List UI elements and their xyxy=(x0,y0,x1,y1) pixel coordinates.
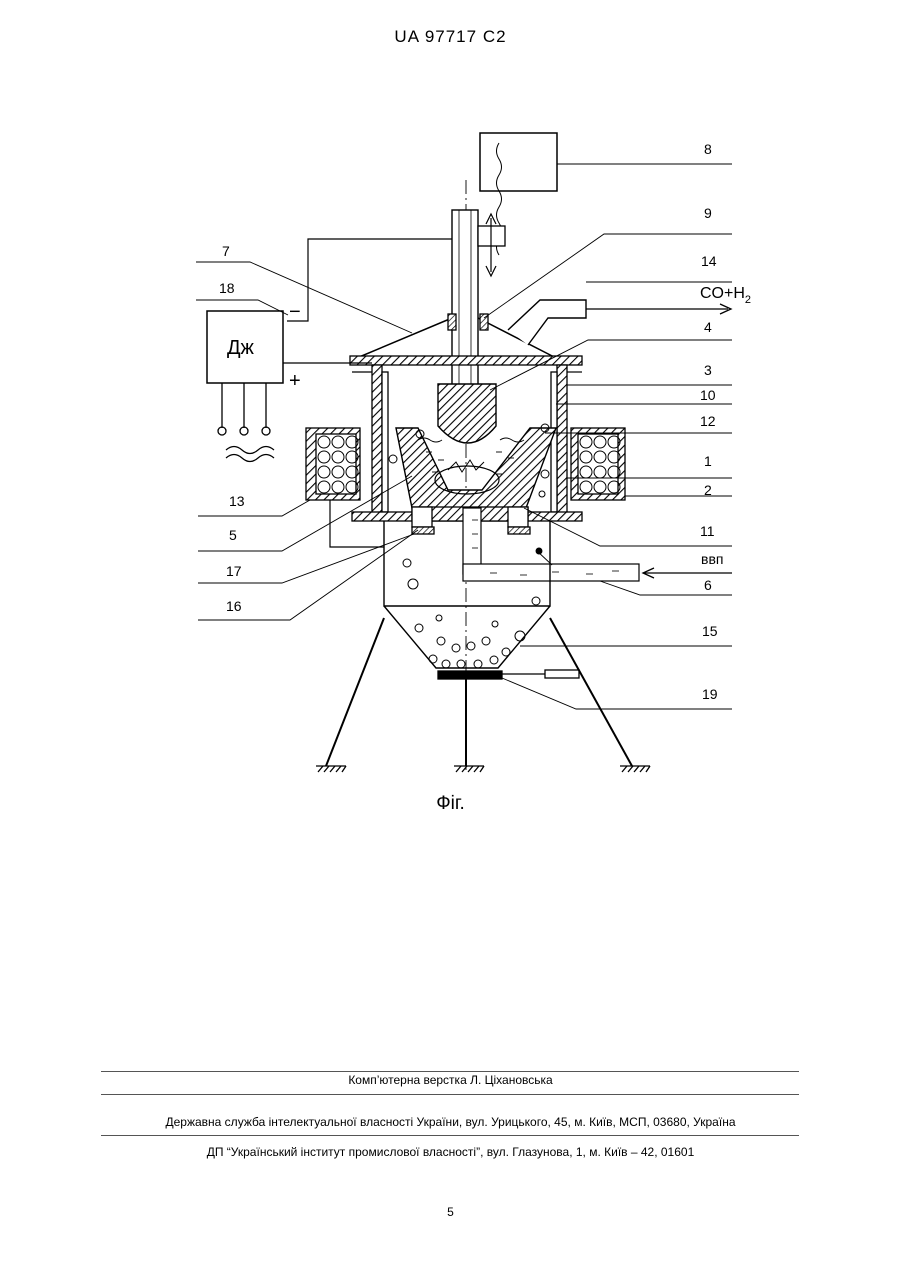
minus-sign: − xyxy=(289,301,301,323)
plus-sign: + xyxy=(289,370,301,392)
label-8: 8 xyxy=(704,141,712,157)
drain-plate xyxy=(438,671,502,679)
figure-caption: Фіг. xyxy=(0,793,901,815)
gas-outlet-pipe xyxy=(508,300,586,345)
label-1: 1 xyxy=(704,453,712,469)
label-11: 11 xyxy=(700,523,715,539)
wire-minus xyxy=(287,239,452,321)
outer-wall-left xyxy=(372,365,382,515)
label-7: 7 xyxy=(222,243,230,259)
footer-layout: Комп’ютерна верстка Л. Ціхановська xyxy=(0,1073,901,1087)
label-18: 18 xyxy=(219,280,235,296)
label-9: 9 xyxy=(704,205,712,221)
unit-8-box xyxy=(480,133,557,191)
label-19: 19 xyxy=(702,686,718,702)
leg-right xyxy=(550,618,632,766)
page-number: 5 xyxy=(0,1205,901,1219)
label-16: 16 xyxy=(226,598,242,614)
label-10: 10 xyxy=(700,387,716,403)
label-4: 4 xyxy=(704,319,712,335)
label-17: 17 xyxy=(226,563,242,579)
label-2: 2 xyxy=(704,482,712,498)
input-label: ввп xyxy=(701,551,723,567)
footer-institute: ДП “Український інститут промислової вла… xyxy=(0,1145,901,1159)
footer-divider-2 xyxy=(101,1094,799,1095)
power-source-label: Дж xyxy=(227,337,255,359)
outer-wall-right xyxy=(557,365,567,515)
feed-tube-horizontal xyxy=(463,564,639,581)
ac-wave-icon xyxy=(226,447,274,462)
label-5: 5 xyxy=(229,527,237,543)
gas-output-label: CO+H2 xyxy=(700,285,751,306)
label-3: 3 xyxy=(704,362,712,378)
label-12: 12 xyxy=(700,413,716,429)
label-13: 13 xyxy=(229,493,245,509)
footer-divider-3 xyxy=(101,1135,799,1136)
footer-office: Державна служба інтелектуальної власност… xyxy=(0,1115,901,1129)
label-6: 6 xyxy=(704,577,712,593)
electrode-tip xyxy=(438,384,496,443)
label-14: 14 xyxy=(701,253,717,269)
footer-divider-1 xyxy=(101,1071,799,1072)
leg-left xyxy=(326,618,384,766)
label-15: 15 xyxy=(702,623,718,639)
